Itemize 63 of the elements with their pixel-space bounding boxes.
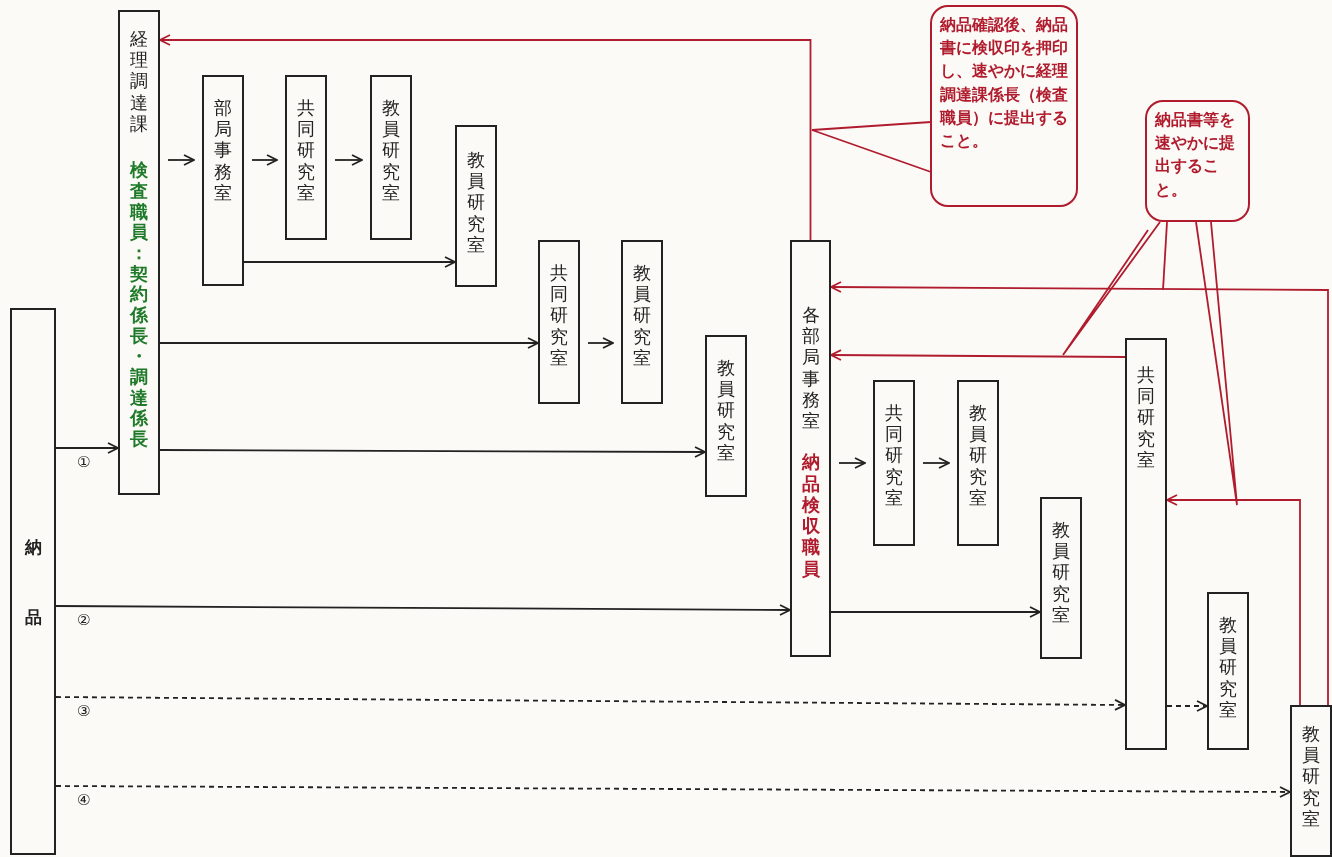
arrow: [167, 154, 195, 166]
process-box: [202, 75, 244, 286]
box-label: 教員研究室: [467, 149, 485, 256]
arrow: [55, 604, 791, 616]
box-label: 検査職員：契約係長・調達係長: [130, 160, 148, 450]
callout-bubble: 納品確認後、納品書に検収印を押印し、速やかに経理調達課係長（検査職員）に提出すること。: [930, 5, 1078, 207]
process-box: [957, 380, 999, 546]
box-label: 経理調達課: [130, 28, 148, 135]
edge-label: ④: [76, 793, 92, 808]
arrow: [830, 281, 1329, 706]
arrow: [159, 446, 706, 458]
arrow: [830, 606, 1041, 618]
callout-bubble: 納品書等を速やかに提出すること。: [1145, 100, 1250, 222]
process-box: [790, 240, 831, 657]
process-box: [370, 75, 412, 240]
arrow: [159, 34, 812, 241]
arrow: [243, 256, 456, 268]
process-box: [873, 380, 915, 546]
process-box: [621, 240, 663, 404]
process-box: [1040, 497, 1082, 659]
leader-line: [1062, 221, 1161, 356]
box-label: 共同研究室: [550, 262, 568, 369]
process-box: [538, 240, 580, 404]
box-label: 教員研究室: [717, 357, 735, 464]
arrow: [838, 457, 866, 469]
box-label: 部局事務室: [214, 97, 232, 204]
process-box: [1125, 338, 1167, 750]
arrow: [1166, 494, 1301, 706]
box-label: 教員研究室: [382, 97, 400, 204]
box-label: 教員研究室: [633, 262, 651, 369]
arrow: [159, 337, 539, 349]
edge-label: ①: [76, 455, 92, 470]
arrow: [251, 154, 278, 166]
leader-line: [1162, 221, 1168, 291]
box-label: 教員研究室: [1302, 723, 1320, 830]
box-label: 共同研究室: [1137, 364, 1155, 471]
process-box: [118, 10, 160, 495]
arrow: [587, 337, 614, 349]
box-label: 納品検収職員: [801, 451, 820, 579]
arrow: [1166, 700, 1208, 712]
arrow: [55, 785, 1291, 798]
process-box: [1207, 592, 1249, 750]
box-label: 各部局事務室: [801, 304, 820, 432]
box-label: 共同研究室: [885, 402, 903, 509]
box-label: 共同研究室: [297, 97, 315, 204]
process-box: [285, 75, 327, 240]
process-box: [1290, 705, 1332, 857]
process-box: [10, 308, 56, 855]
leader-line: [811, 121, 932, 173]
box-label: 教員研究室: [969, 402, 987, 509]
box-label: 教員研究室: [1052, 519, 1070, 626]
process-box: [455, 125, 497, 287]
box-label: 教員研究室: [1219, 614, 1237, 721]
process-box: [705, 335, 747, 497]
box-label: 納品: [24, 535, 42, 629]
leader-line: [1195, 221, 1238, 506]
arrow: [334, 154, 363, 166]
edge-label: ②: [76, 613, 92, 628]
arrow: [55, 442, 119, 454]
arrow: [830, 349, 1126, 361]
arrow: [55, 696, 1126, 711]
edge-label: ③: [76, 704, 92, 719]
arrow: [922, 457, 950, 469]
